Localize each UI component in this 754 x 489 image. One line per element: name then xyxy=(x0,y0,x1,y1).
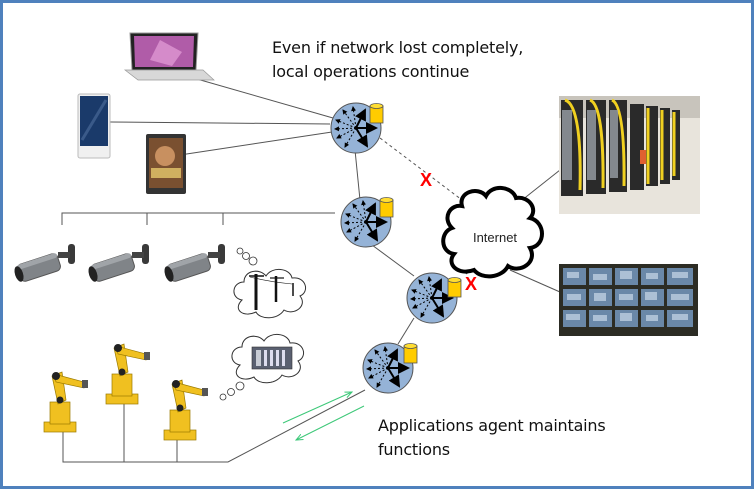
internet-cloud: Internet xyxy=(441,186,544,279)
agent-node-3[interactable] xyxy=(407,273,462,323)
failure-x-mark: X xyxy=(465,274,477,294)
agent-node-4[interactable] xyxy=(363,343,418,393)
power-line-icon xyxy=(249,274,294,310)
robot-arm-icon xyxy=(43,371,89,433)
lost-link-top xyxy=(379,137,463,201)
video-wall-image xyxy=(559,264,698,336)
database-icon xyxy=(447,277,462,298)
caption-applications-agent: Applications agent maintains functions xyxy=(378,414,606,462)
thought-bubble-power-lines xyxy=(233,247,307,319)
robot-arm-icon xyxy=(105,343,151,405)
caption-network-lost: Even if network lost completely, local o… xyxy=(272,36,523,84)
plc-controller-icon xyxy=(251,346,293,370)
camera-icon xyxy=(11,243,76,285)
database-icon xyxy=(403,343,418,364)
sync-arrows xyxy=(282,392,365,440)
robot-arm-icon xyxy=(163,379,209,441)
caption-line: Even if network lost completely, xyxy=(272,38,524,57)
agent-node-2[interactable] xyxy=(341,197,394,247)
tablet-icon xyxy=(146,134,186,194)
caption-line: functions xyxy=(378,440,450,459)
caption-line: Applications agent maintains xyxy=(378,416,606,435)
smartphone-icon xyxy=(77,93,111,159)
caption-line: local operations continue xyxy=(272,62,470,81)
agent-node-1[interactable] xyxy=(331,103,384,153)
database-icon xyxy=(379,197,394,218)
failure-x-mark: X xyxy=(420,170,432,190)
database-icon xyxy=(369,103,384,124)
camera-icon xyxy=(85,243,150,285)
laptop-icon xyxy=(123,32,215,81)
internet-label: Internet xyxy=(473,230,517,245)
data-center-image xyxy=(559,96,700,214)
camera-icon xyxy=(161,243,226,285)
thought-bubble-plc xyxy=(219,333,305,401)
